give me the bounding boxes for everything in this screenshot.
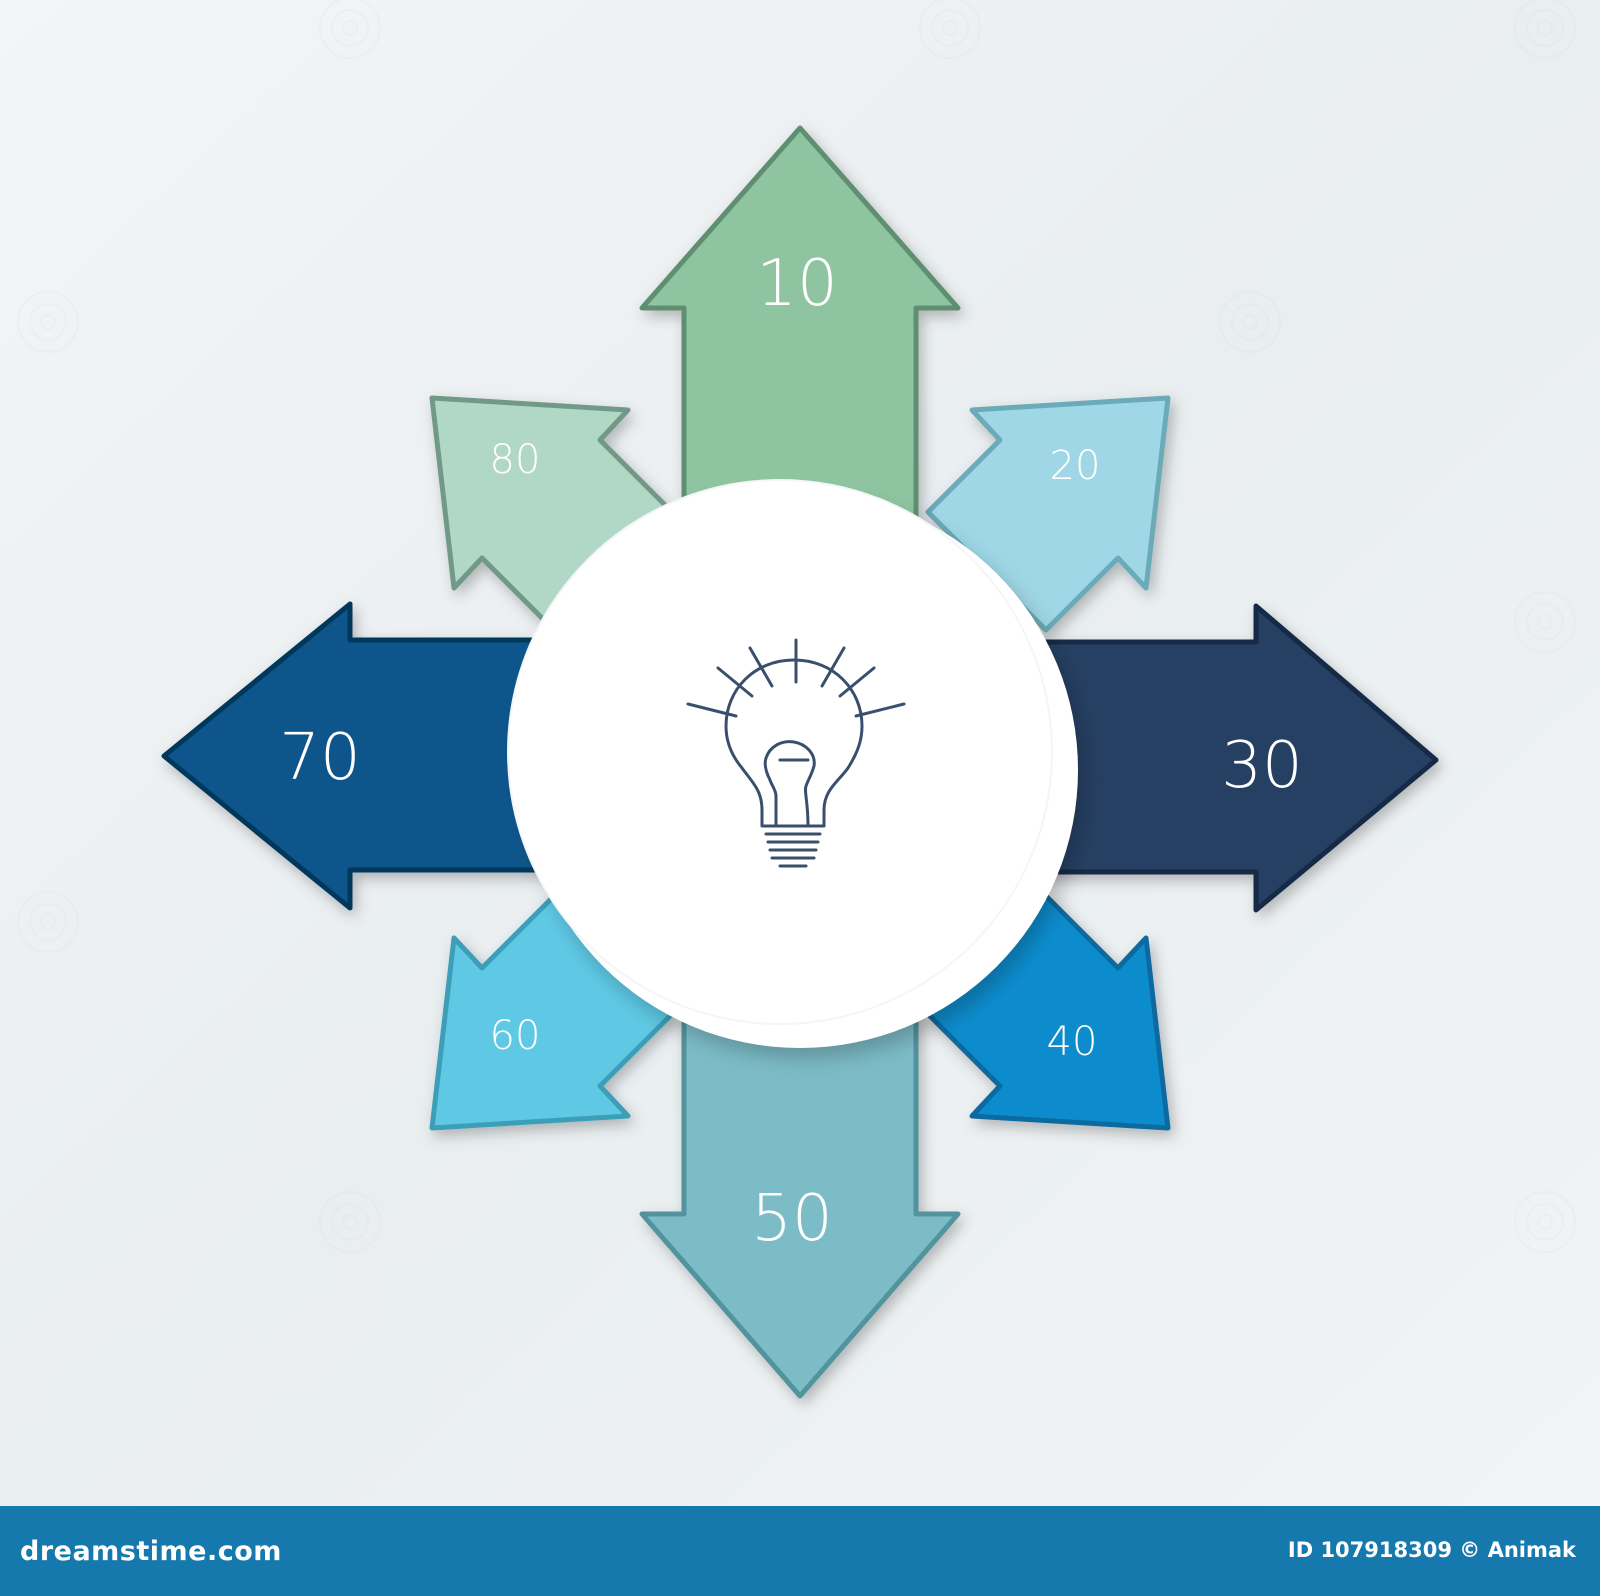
arrow-down-right-label: 40: [1047, 1019, 1098, 1065]
watermark: [17, 0, 1576, 1253]
center-circle: [507, 479, 1078, 1048]
arrow-down: 50: [639, 937, 961, 1399]
footer-brand[interactable]: dreamstime.com: [20, 1536, 282, 1567]
arrow-down-label: 50: [751, 1182, 832, 1256]
footer-bar: dreamstime.com ID 107918309 © Animak: [0, 1506, 1600, 1596]
arrow-up-left-label: 80: [490, 437, 541, 483]
footer-credit: ID 107918309 © Animak: [1287, 1538, 1576, 1562]
center-circle-front: [507, 479, 1053, 1025]
arrow-up-label: 10: [756, 247, 837, 321]
light-bulb-icon: [686, 638, 906, 868]
arrow-up-right-label: 20: [1050, 443, 1101, 489]
arrow-right-label: 30: [1221, 729, 1302, 803]
arrow-left-label: 70: [279, 721, 360, 795]
arrow-down-left-label: 60: [490, 1013, 541, 1059]
arrow-up: 10: [639, 125, 961, 603]
